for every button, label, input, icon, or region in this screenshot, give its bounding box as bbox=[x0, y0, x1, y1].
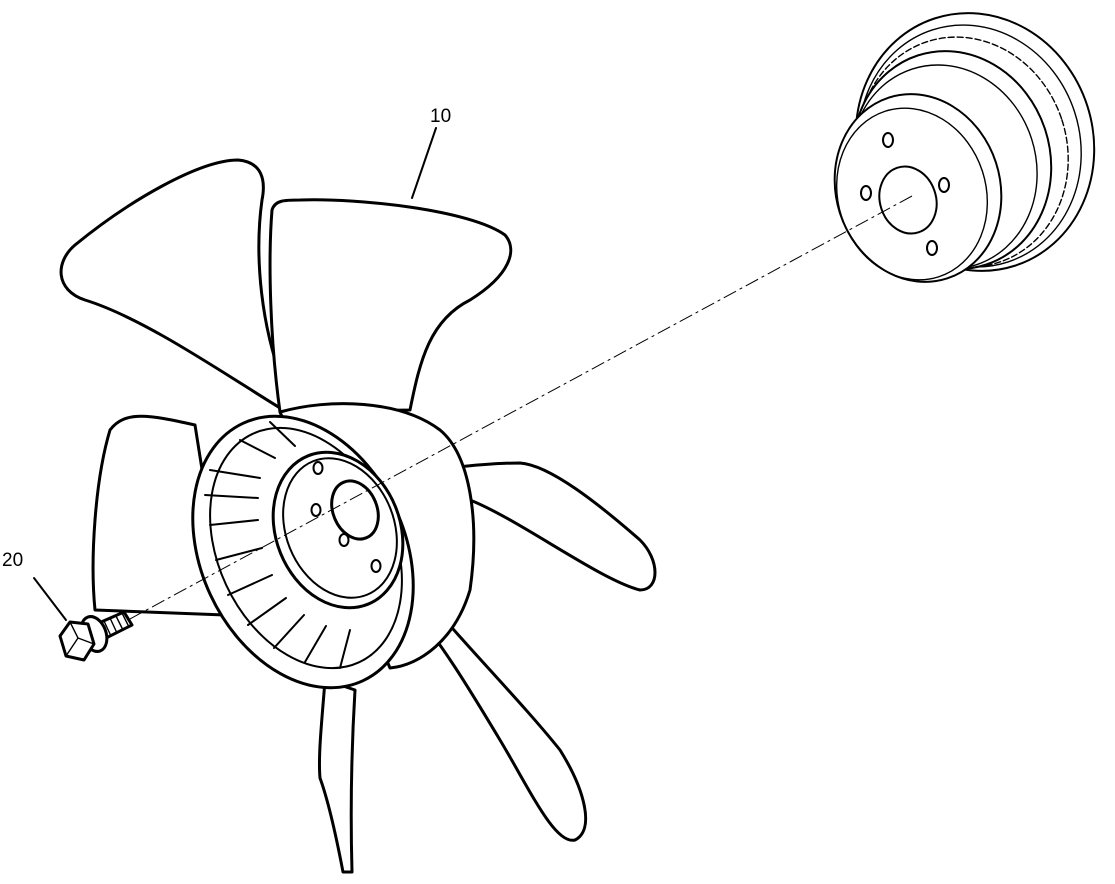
pulley bbox=[833, 12, 1096, 283]
callout-leader-bolt bbox=[33, 577, 67, 621]
callout-label-fan: 10 bbox=[430, 106, 451, 127]
fan bbox=[59, 158, 657, 874]
callout-label-bolt: 20 bbox=[2, 550, 23, 571]
assembly-axis-line bbox=[127, 195, 913, 621]
callout-leader-fan bbox=[411, 127, 437, 199]
bolt bbox=[58, 610, 134, 662]
